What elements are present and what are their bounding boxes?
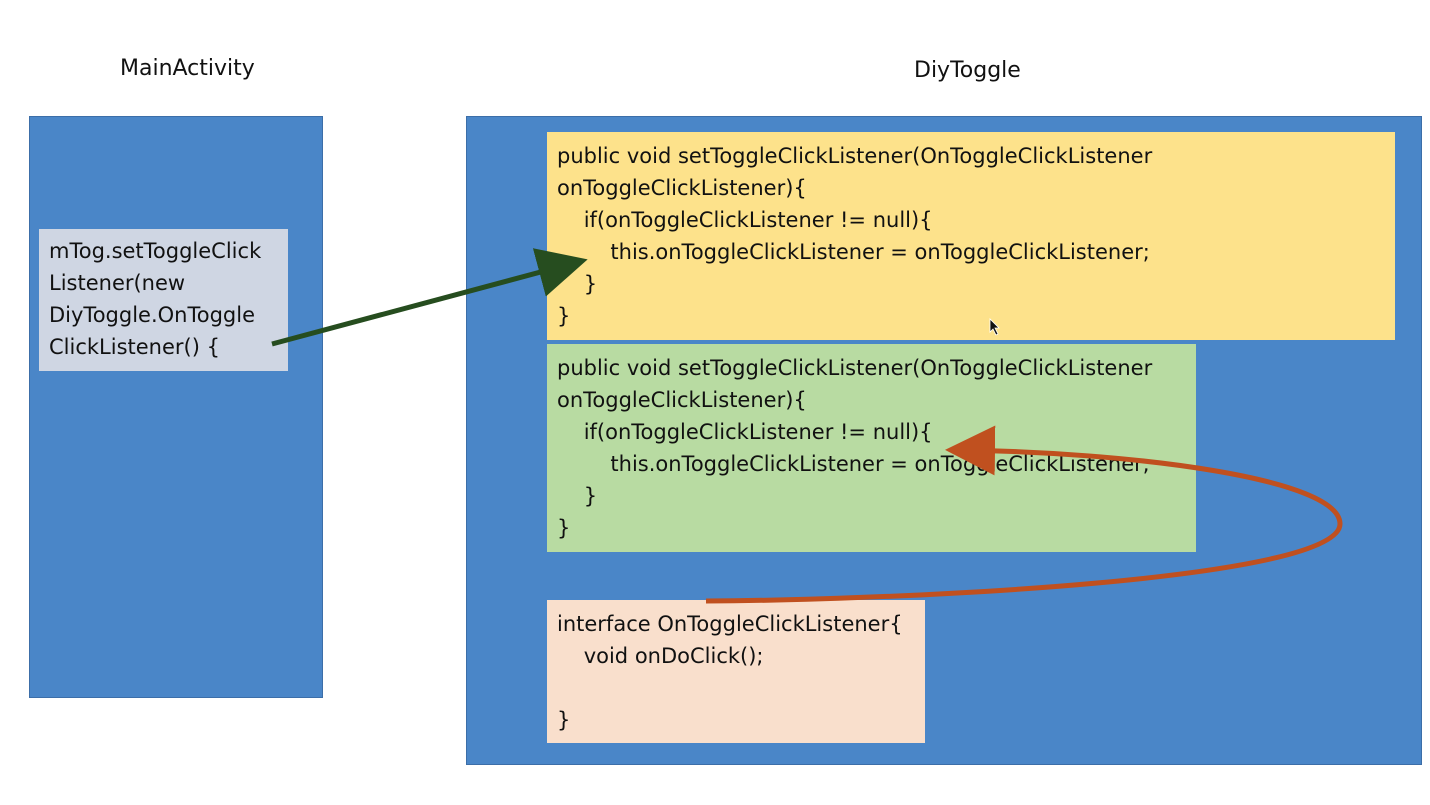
code-line: onToggleClickListener){ (557, 176, 807, 200)
main-activity-title: MainActivity (120, 56, 255, 81)
code-line: interface OnToggleClickListener{ (557, 612, 903, 636)
setter-code-box-yellow: public void setToggleClickListener(OnTog… (547, 132, 1395, 340)
diy-toggle-title: DiyToggle (914, 58, 1021, 83)
code-line: this.onToggleClickListener = onToggleCli… (557, 452, 1150, 476)
code-line: } (557, 516, 571, 540)
code-line: onToggleClickListener){ (557, 388, 807, 412)
code-line: mTog.setToggleClick (49, 239, 262, 263)
code-line: public void setToggleClickListener(OnTog… (557, 356, 1153, 380)
main-activity-panel (29, 116, 323, 698)
code-line: public void setToggleClickListener(OnTog… (557, 144, 1153, 168)
code-line: if(onToggleClickListener != null){ (557, 208, 933, 232)
code-line: void onDoClick(); (557, 644, 764, 668)
code-line: } (557, 304, 571, 328)
code-line: DiyToggle.OnToggle (49, 303, 255, 327)
code-line (557, 672, 915, 704)
code-line: } (557, 708, 571, 732)
code-line: } (557, 484, 598, 508)
code-line: ClickListener() { (49, 335, 220, 359)
code-line: Listener(new (49, 271, 186, 295)
code-line: if(onToggleClickListener != null){ (557, 420, 933, 444)
code-line: this.onToggleClickListener = onToggleCli… (557, 240, 1150, 264)
setter-code-box-green: public void setToggleClickListener(OnTog… (547, 344, 1196, 552)
interface-code-box: interface OnToggleClickListener{ void on… (547, 600, 925, 743)
main-call-code-box: mTog.setToggleClick Listener(new DiyTogg… (39, 229, 288, 371)
code-line: } (557, 272, 598, 296)
